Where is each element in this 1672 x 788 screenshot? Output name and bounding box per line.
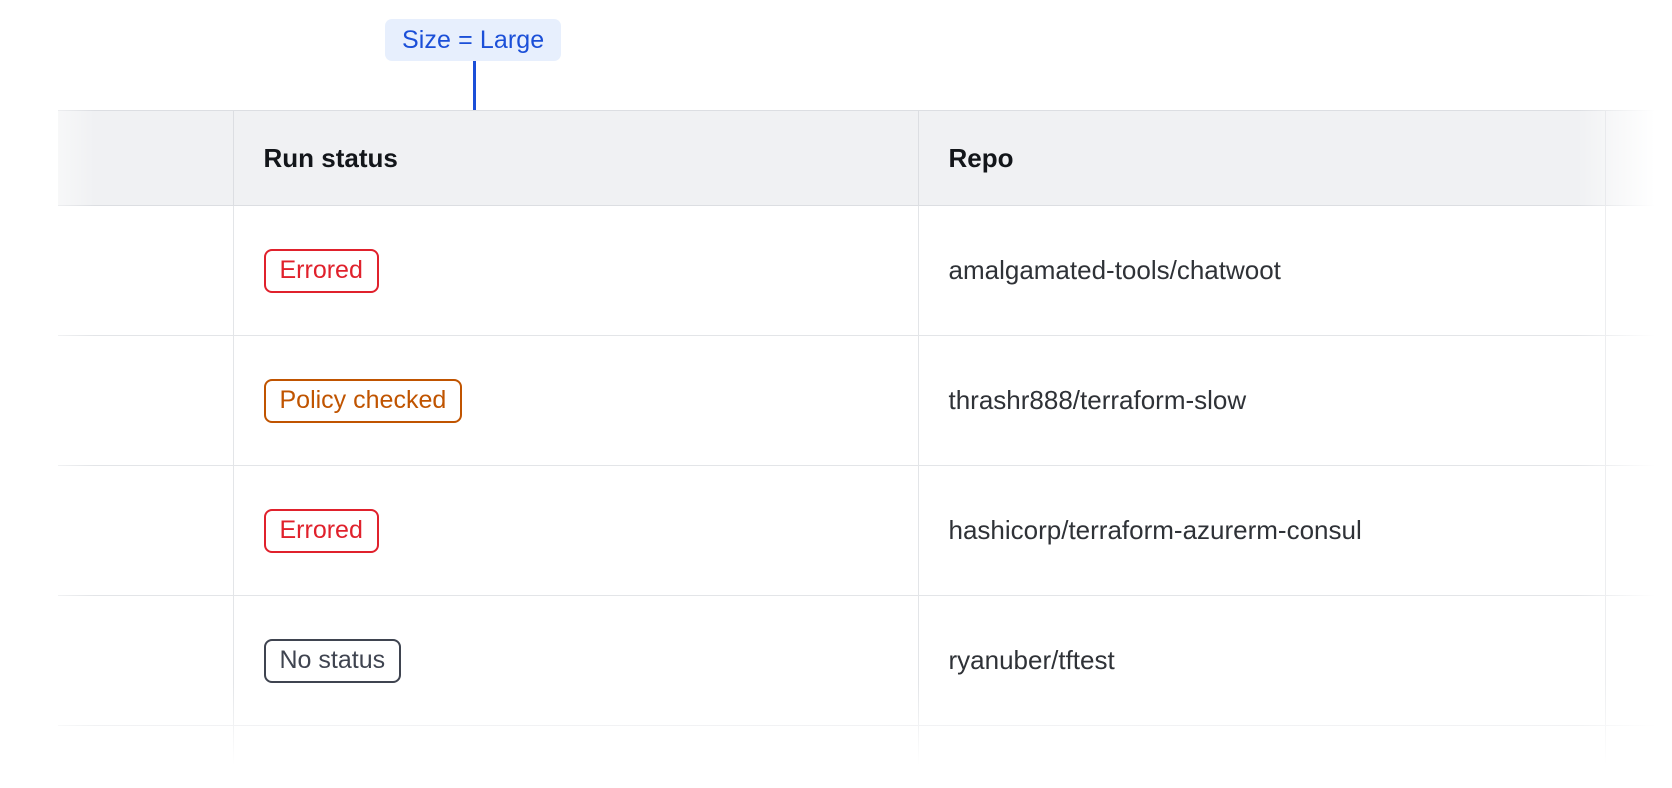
runs-table: Run status Repo Errored amalgamated-tools… xyxy=(58,110,1672,788)
run-status-cell: Errored xyxy=(233,465,919,596)
repo-cell[interactable]: thrashr888/terraform-slow xyxy=(918,335,1606,466)
row-tail-cell xyxy=(1605,205,1672,336)
row-lead-cell xyxy=(58,725,234,788)
row-tail-cell xyxy=(1605,725,1672,788)
table-header: Run status Repo xyxy=(58,110,1672,206)
size-annotation-label: Size = Large xyxy=(402,25,545,54)
row-tail-cell xyxy=(1605,335,1672,466)
run-status-cell: Policy checked xyxy=(233,335,919,466)
table-row[interactable]: Policy checked thrashr888/terraform-slow xyxy=(58,335,1672,466)
table-row[interactable]: Errored hashicorp/terraform-azurerm-consu… xyxy=(58,465,1672,596)
status-badge[interactable]: No status xyxy=(263,768,402,788)
column-header-run-status[interactable]: Run status xyxy=(233,110,919,206)
status-badge[interactable]: No status xyxy=(263,638,402,683)
status-badge[interactable]: Errored xyxy=(263,248,379,293)
table-viewport: Run status Repo Errored amalgamated-tools… xyxy=(0,110,1672,788)
status-badge[interactable]: Errored xyxy=(263,508,379,553)
column-header-lead xyxy=(58,110,234,206)
row-lead-cell xyxy=(58,335,234,466)
table-row[interactable]: Errored amalgamated-tools/chatwoot xyxy=(58,205,1672,336)
row-tail-cell xyxy=(1605,595,1672,726)
repo-cell[interactable]: amalgamated-tools/chatwoot xyxy=(918,205,1606,336)
status-badge[interactable]: Policy checked xyxy=(263,378,463,423)
repo-cell[interactable]: ashrajagopal/random_pet_generator xyxy=(918,725,1606,788)
column-header-repo[interactable]: Repo xyxy=(918,110,1606,206)
row-tail-cell xyxy=(1605,465,1672,596)
row-lead-cell xyxy=(58,595,234,726)
row-lead-cell xyxy=(58,205,234,336)
column-header-tail xyxy=(1605,110,1672,206)
run-status-cell: No status xyxy=(233,725,919,788)
table-row[interactable]: No status ryanuber/tftest xyxy=(58,595,1672,726)
repo-cell[interactable]: ryanuber/tftest xyxy=(918,595,1606,726)
run-status-cell: Errored xyxy=(233,205,919,336)
table-row[interactable]: No status ashrajagopal/random_pet_generat… xyxy=(58,725,1672,788)
repo-cell[interactable]: hashicorp/terraform-azurerm-consul xyxy=(918,465,1606,596)
table-header-row: Run status Repo xyxy=(58,110,1672,206)
run-status-cell: No status xyxy=(233,595,919,726)
row-lead-cell xyxy=(58,465,234,596)
size-annotation-badge: Size = Large xyxy=(385,19,562,61)
